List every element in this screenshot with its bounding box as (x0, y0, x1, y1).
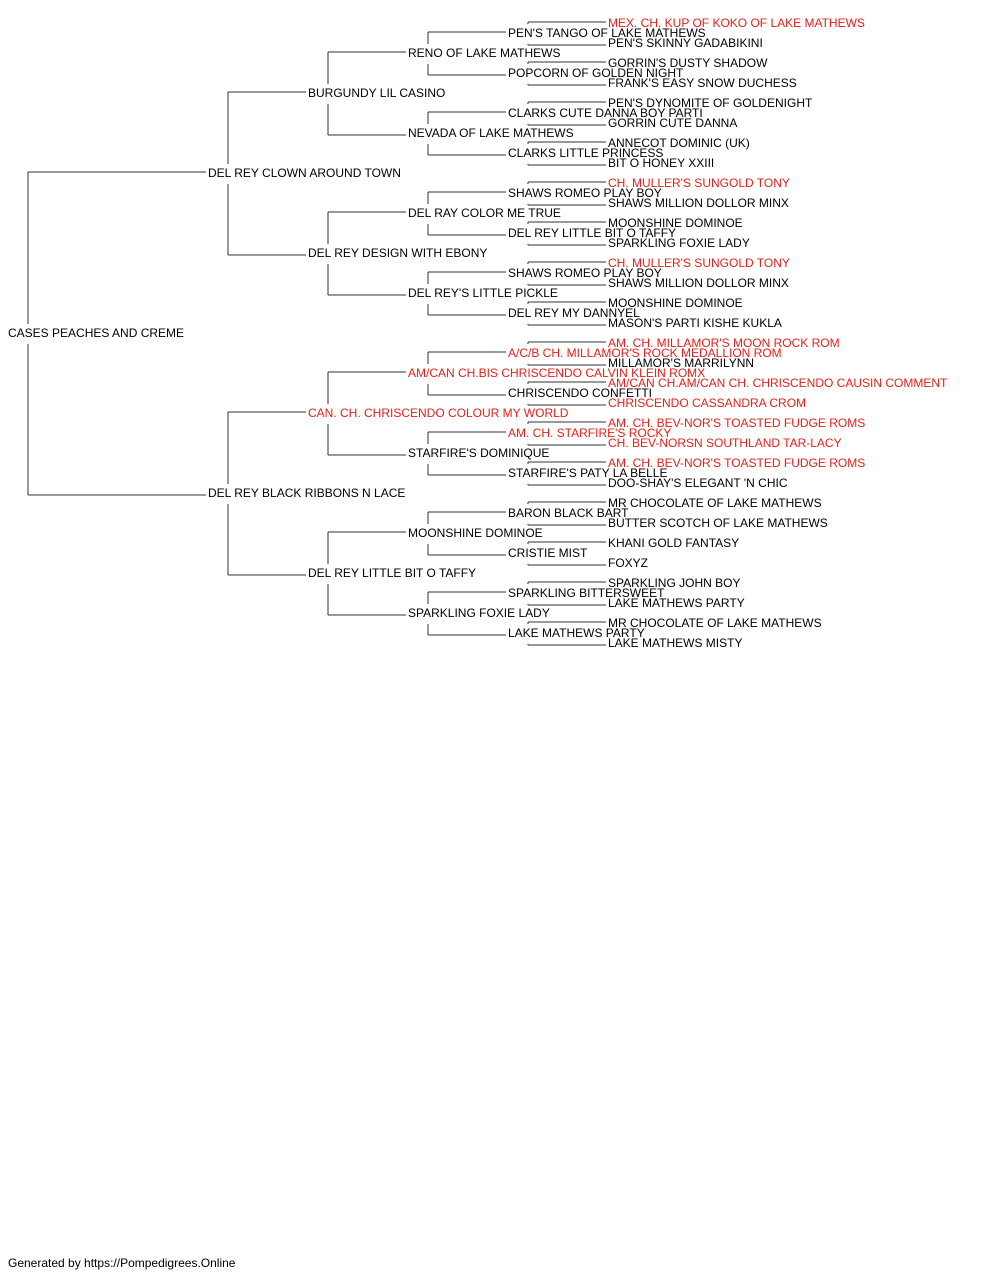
pedigree-entry-gen5: LAKE MATHEWS PARTY (608, 596, 745, 610)
pedigree-entry-gen4-champion: AM. CH. STARFIRE'S ROCKY (508, 426, 671, 440)
pedigree-entry-gen4: LAKE MATHEWS PARTY (508, 626, 645, 640)
pedigree-entry-gen5: KHANI GOLD FANTASY (608, 536, 739, 550)
pedigree-entry-gen5: LAKE MATHEWS MISTY (608, 636, 742, 650)
pedigree-entry-gen4: SPARKLING BITTERSWEET (508, 586, 665, 600)
pedigree-entry-gen5: PEN'S DYNOMITE OF GOLDENIGHT (608, 96, 813, 110)
pedigree-entry-gen4: SHAWS ROMEO PLAY BOY (508, 186, 662, 200)
pedigree-entry-gen5: ANNECOT DOMINIC (UK) (608, 136, 750, 150)
pedigree-entry-gen5-champion: CH. BEV-NORSN SOUTHLAND TAR-LACY (608, 436, 842, 450)
pedigree-entry-gen3: SPARKLING FOXIE LADY (408, 606, 550, 620)
pedigree-entry-gen4: BARON BLACK BART (508, 506, 629, 520)
pedigree-entry-gen4: CLARKS LITTLE PRINCESS (508, 146, 663, 160)
pedigree-entry-gen4: DEL REY LITTLE BIT O TAFFY (508, 226, 676, 240)
pedigree-chart: CASES PEACHES AND CREME DEL REY CLOWN ARO… (8, 16, 948, 650)
pedigree-entry-gen1: DEL REY BLACK RIBBONS N LACE (208, 486, 405, 500)
pedigree-entry-gen5-champion: CHRISCENDO CASSANDRA CROM (608, 396, 806, 410)
pedigree-entry-gen5-champion: AM. CH. BEV-NOR'S TOASTED FUDGE ROMS (608, 416, 865, 430)
footer-credit: Generated by https://Pompedigrees.Online (8, 1256, 236, 1270)
pedigree-entry-gen5: FOXYZ (608, 556, 648, 570)
pedigree-entry-gen4: DEL REY MY DANNYEL (508, 306, 640, 320)
pedigree-entry-gen4: CRISTIE MIST (508, 546, 588, 560)
pedigree-entry-gen5: MOONSHINE DOMINOE (608, 296, 743, 310)
pedigree-entry-gen5: MR CHOCOLATE OF LAKE MATHEWS (608, 496, 822, 510)
pedigree-entry-gen5: PEN'S SKINNY GADABIKINI (608, 36, 763, 50)
pedigree-entry-gen0: CASES PEACHES AND CREME (8, 326, 184, 340)
pedigree-entry-gen3: DEL RAY COLOR ME TRUE (408, 206, 561, 220)
pedigree-entry-gen5: MASON'S PARTI KISHE KUKLA (608, 316, 782, 330)
pedigree-entry-gen5-champion: CH. MULLER'S SUNGOLD TONY (608, 256, 790, 270)
pedigree-entry-gen3: NEVADA OF LAKE MATHEWS (408, 126, 574, 140)
pedigree-entry-gen5: GORRIN CUTE DANNA (608, 116, 737, 130)
pedigree-entry-gen5: MILLAMOR'S MARRILYNN (608, 356, 754, 370)
pedigree-entry-gen5: SHAWS MILLION DOLLOR MINX (608, 196, 789, 210)
pedigree-entry-gen2: BURGUNDY LIL CASINO (308, 86, 445, 100)
pedigree-entry-gen5: SPARKLING FOXIE LADY (608, 236, 750, 250)
pedigree-entry-gen5: DOO-SHAY'S ELEGANT 'N CHIC (608, 476, 788, 490)
pedigree-entry-gen5: BUTTER SCOTCH OF LAKE MATHEWS (608, 516, 828, 530)
pedigree-entry-gen4: SHAWS ROMEO PLAY BOY (508, 266, 662, 280)
pedigree-entry-gen4: STARFIRE'S PATY LA BELLE (508, 466, 667, 480)
pedigree-entry-gen2: DEL REY DESIGN WITH EBONY (308, 246, 487, 260)
pedigree-entry-gen5: GORRIN'S DUSTY SHADOW (608, 56, 768, 70)
pedigree-entry-gen3: MOONSHINE DOMINOE (408, 526, 543, 540)
pedigree-entry-gen5: SPARKLING JOHN BOY (608, 576, 740, 590)
pedigree-entry-gen5-champion: CH. MULLER'S SUNGOLD TONY (608, 176, 790, 190)
pedigree-entry-gen2-champion: CAN. CH. CHRISCENDO COLOUR MY WORLD (308, 406, 569, 420)
pedigree-entry-gen3: RENO OF LAKE MATHEWS (408, 46, 560, 60)
pedigree-entry-gen3-champion: AM/CAN CH.BIS CHRISCENDO CALVIN KLEIN RO… (408, 366, 705, 380)
pedigree-entry-gen5: MOONSHINE DOMINOE (608, 216, 743, 230)
pedigree-entry-gen5: SHAWS MILLION DOLLOR MINX (608, 276, 789, 290)
pedigree-entry-gen4: PEN'S TANGO OF LAKE MATHEWS (508, 26, 706, 40)
pedigree-entry-gen2: DEL REY LITTLE BIT O TAFFY (308, 566, 476, 580)
pedigree-entry-gen4: POPCORN OF GOLDEN NIGHT (508, 66, 684, 80)
pedigree-entry-gen5: MR CHOCOLATE OF LAKE MATHEWS (608, 616, 822, 630)
pedigree-entry-gen4-champion: A/C/B CH. MILLAMOR'S ROCK MEDALLION ROM (508, 346, 782, 360)
pedigree-entry-gen1: DEL REY CLOWN AROUND TOWN (208, 166, 401, 180)
pedigree-entry-gen3: STARFIRE'S DOMINIQUE (408, 446, 549, 460)
pedigree-entry-gen5: FRANK'S EASY SNOW DUCHESS (608, 76, 797, 90)
pedigree-entry-gen5: BIT O HONEY XXIII (608, 156, 714, 170)
pedigree-entry-gen4: CLARKS CUTE DANNA BOY PARTI (508, 106, 703, 120)
pedigree-entry-gen5-champion: AM. CH. MILLAMOR'S MOON ROCK ROM (608, 336, 840, 350)
pedigree-entry-gen5-champion: MEX. CH. KUP OF KOKO OF LAKE MATHEWS (608, 16, 865, 30)
pedigree-entry-gen4: CHRISCENDO CONFETTI (508, 386, 652, 400)
pedigree-entry-gen5-champion: AM. CH. BEV-NOR'S TOASTED FUDGE ROMS (608, 456, 865, 470)
pedigree-entry-gen5-champion: AM/CAN CH.AM/CAN CH. CHRISCENDO CAUSIN C… (608, 376, 948, 390)
pedigree-entry-gen3: DEL REY'S LITTLE PICKLE (408, 286, 558, 300)
